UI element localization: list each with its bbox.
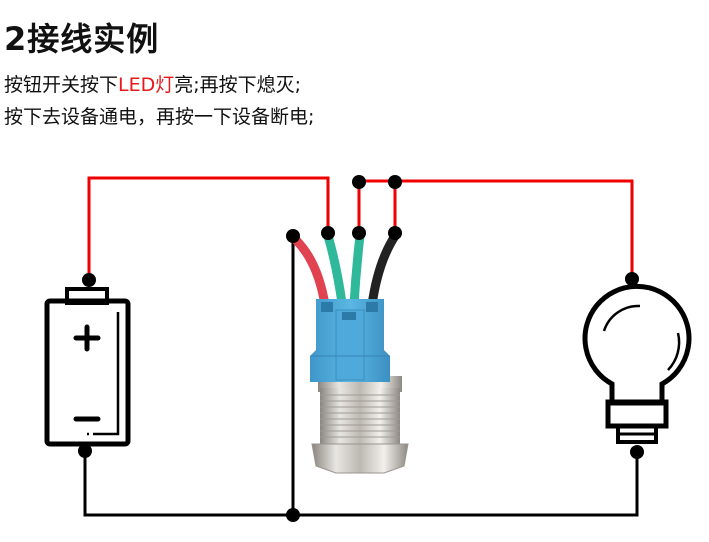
light-bulb-icon (582, 283, 692, 444)
description-line-1: 按钮开关按下LED灯亮;再按下熄灭; (4, 70, 301, 97)
negative-wires (83, 236, 639, 517)
desc-text-before: 按钮开关按下 (4, 74, 119, 96)
junction-dots (78, 175, 644, 522)
desc-text-after: 亮;再按下熄灭; (174, 74, 302, 96)
battery-icon (44, 287, 131, 447)
led-highlight: LED灯 (118, 74, 175, 96)
description-line-2: 按下去设备通电，再按一下设备断电; (4, 106, 315, 128)
push-button-switch (310, 299, 409, 474)
page-title: 2接线实例 (4, 20, 160, 58)
positive-wires (87, 176, 634, 278)
battery-positive-symbol (73, 324, 101, 352)
